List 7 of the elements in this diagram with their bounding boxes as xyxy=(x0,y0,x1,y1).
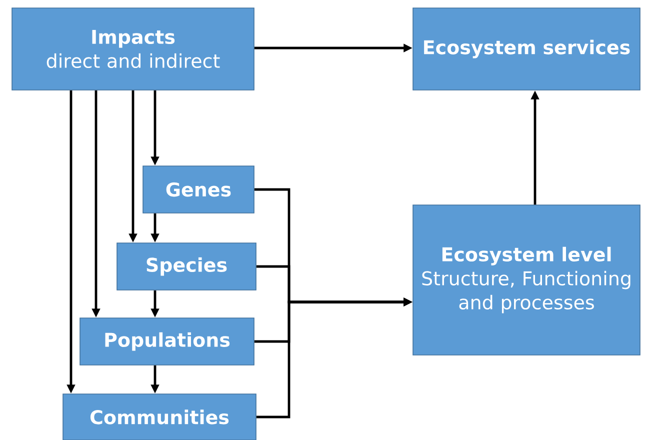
process-box: Species xyxy=(116,242,256,290)
process-box: Ecosystem services xyxy=(412,8,640,90)
process-box: Communities xyxy=(62,394,256,440)
process-box: Ecosystem level Structure, Functioning and processes xyxy=(412,204,640,356)
process-box: Genes xyxy=(142,166,254,214)
process-box: Impacts direct and indirect xyxy=(12,8,254,90)
process-box: Populations xyxy=(80,318,254,366)
